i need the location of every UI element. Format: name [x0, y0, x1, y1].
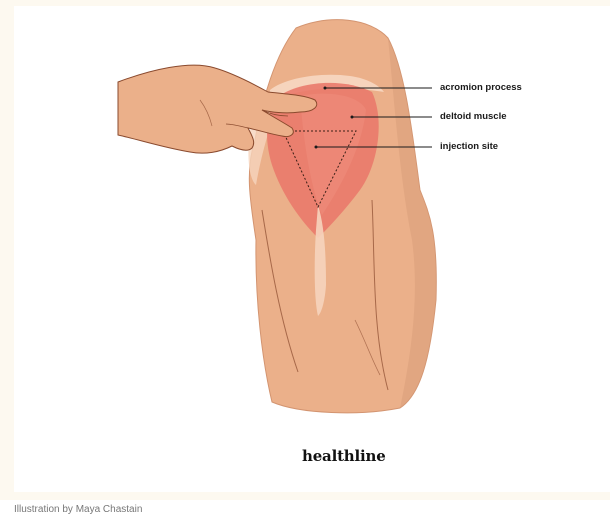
healthline-logo: healthline	[302, 447, 386, 465]
label-injection-site: injection site	[440, 141, 498, 152]
label-acromion-process: acromion process	[440, 82, 522, 93]
image-caption: Illustration by Maya Chastain	[14, 504, 142, 515]
label-deltoid-muscle: deltoid muscle	[440, 111, 507, 122]
